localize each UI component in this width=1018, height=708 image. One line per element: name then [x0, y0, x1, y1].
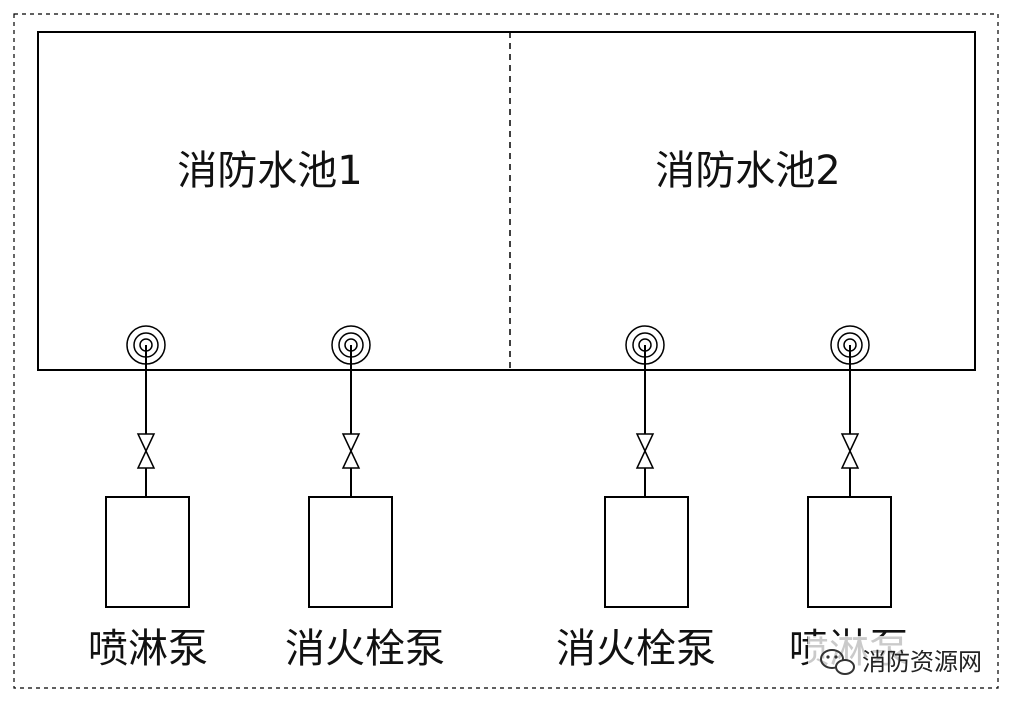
pool-label-2: 消防水池2 [655, 148, 840, 194]
pool-label-1: 消防水池1 [177, 148, 362, 194]
outer-boundary [13, 13, 999, 689]
wechat-icon [820, 649, 855, 675]
pump-label-3: 消火栓泵 [556, 626, 716, 672]
pump-label-1: 喷淋泵 [88, 626, 208, 672]
suction-assembly-4 [830, 325, 870, 497]
pump-box-4 [807, 496, 892, 608]
watermark: 消防资源网 [808, 636, 996, 680]
valve-icon [635, 433, 655, 469]
pool-outline [37, 31, 976, 371]
suction-assembly-1 [126, 325, 166, 497]
pump-label-2: 消火栓泵 [285, 626, 445, 672]
valve-icon [840, 433, 860, 469]
pump-box-1 [105, 496, 190, 608]
suction-assembly-2 [331, 325, 371, 497]
valve-icon [136, 433, 156, 469]
valve-icon [341, 433, 361, 469]
pump-box-3 [604, 496, 689, 608]
suction-assembly-3 [625, 325, 665, 497]
pump-box-2 [308, 496, 393, 608]
watermark-text: 消防资源网 [862, 648, 982, 676]
